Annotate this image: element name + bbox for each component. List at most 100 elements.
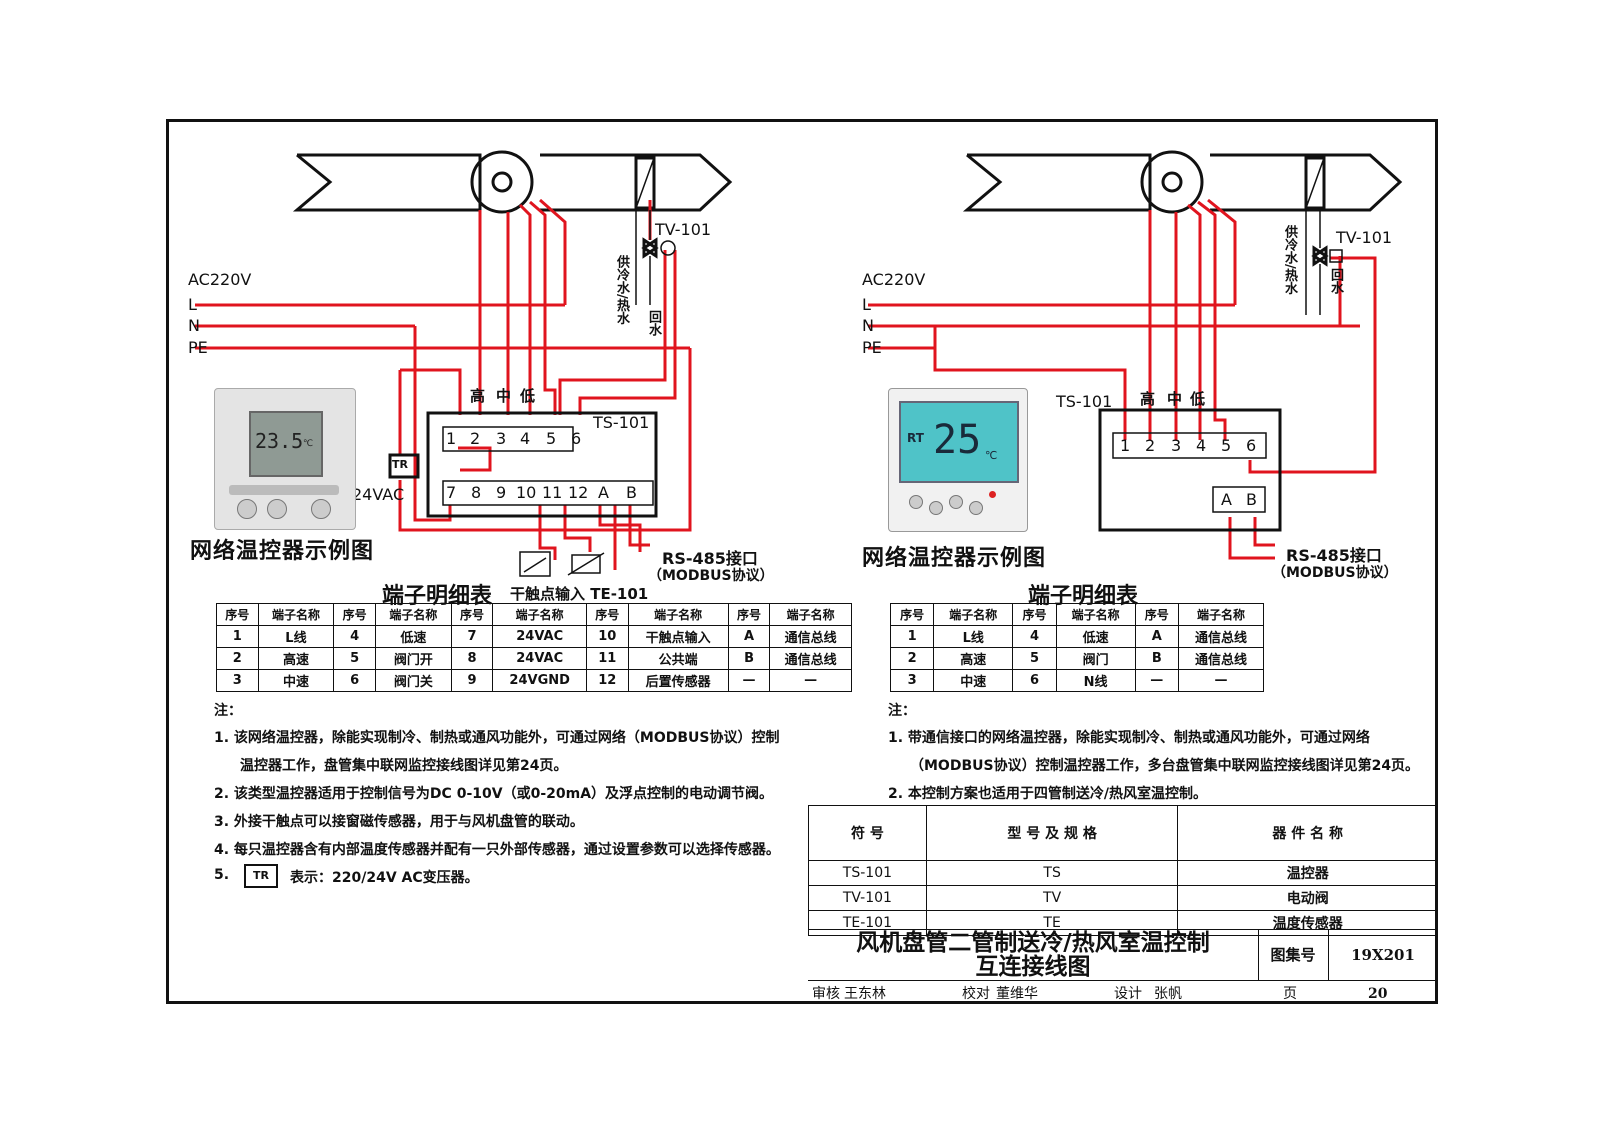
cell: 阀门: [1055, 647, 1136, 670]
atlas-number: 19X201: [1351, 946, 1415, 964]
right-thermostat-image: RT 25 ℃: [888, 388, 1028, 532]
left-term-5: 5: [546, 429, 557, 448]
right-th-5: 端子名称: [1177, 603, 1265, 626]
cell: 1: [889, 625, 935, 648]
right-th-1: 端子名称: [933, 603, 1014, 626]
table-row: 3 中速 6 阀门关 9 24VGND 12 后置传感器 — —: [216, 669, 852, 692]
cell: B: [1134, 647, 1179, 670]
cell: 1: [216, 625, 259, 648]
right-fan-coil: [962, 150, 1403, 214]
cell: L线: [257, 625, 335, 648]
left-note-3: 3. 外接干触点可以接窗磁传感器，用于与风机盘管的联动。: [214, 814, 584, 830]
cell: TE: [925, 910, 1179, 936]
review-label: 审核: [812, 986, 840, 1002]
left-th-5: 端子名称: [492, 603, 588, 626]
table-row: TE-101 TE 温度传感器: [808, 910, 1438, 936]
left-th-4: 序号: [450, 603, 494, 626]
table-row: TS-101 TS 温控器: [808, 860, 1438, 886]
cell: 7: [450, 625, 494, 648]
cell: 8: [450, 647, 494, 670]
drawing-title-line2: 互连接线图: [975, 954, 1091, 980]
left-term-8: 8: [471, 483, 482, 502]
cell: 中速: [257, 669, 335, 692]
left-note-1b: 温控器工作，盘管集中联网监控接线图详见第24页。: [240, 758, 568, 774]
table-row: 2 高速 5 阀门开 8 24VAC 11 公共端 B 通信总线: [216, 647, 852, 670]
design-label: 设计: [1114, 986, 1142, 1002]
left-caption: 网络温控器示例图: [190, 539, 375, 564]
right-caption: 网络温控器示例图: [862, 546, 1047, 571]
left-term-2: 2: [470, 429, 481, 448]
left-term-4: 4: [520, 429, 531, 448]
left-power-n: N: [188, 316, 200, 335]
cell: A: [1134, 625, 1179, 648]
left-term-7: 7: [446, 483, 457, 502]
right-power-pe: PE: [862, 338, 882, 357]
left-note-5: 5.: [214, 867, 230, 883]
left-display-unit: ℃: [303, 439, 314, 449]
left-rs485: RS-485接口: [662, 549, 758, 568]
cell: 高速: [933, 647, 1014, 670]
cell: 2: [216, 647, 259, 670]
atlas-label: 图集号: [1258, 930, 1329, 980]
title-block: 符 号 型 号 及 规 格 器 件 名 称 TS-101 TS 温控器 TV-1…: [808, 805, 1438, 1005]
left-speed-mid: 中: [496, 387, 512, 405]
cell: TS: [925, 860, 1179, 886]
left-term-11: 11: [542, 483, 563, 502]
left-supply-label: 供冷水/热水: [614, 255, 629, 325]
right-speed-mid: 中: [1167, 390, 1183, 408]
right-note-1b: （MODBUS协议）控制温控器工作，多台盘管集中联网监控接线图详见第24页。: [910, 758, 1420, 774]
cell: TV-101: [808, 885, 927, 911]
cell: 温度传感器: [1177, 910, 1438, 936]
designer-name: 张帆: [1154, 986, 1182, 1002]
right-term-6: 6: [1246, 436, 1257, 455]
right-term-4: 4: [1196, 436, 1207, 455]
cell: 4: [333, 625, 376, 648]
cell: 3: [889, 669, 935, 692]
right-display-prefix: RT: [907, 431, 924, 445]
right-note-2: 2. 本控制方案也适用于四管制送冷/热风室温控制。: [888, 786, 1208, 802]
right-speed-low: 低: [1190, 390, 1206, 408]
component-legend-table: 符 号 型 号 及 规 格 器 件 名 称 TS-101 TS 温控器 TV-1…: [808, 805, 1438, 936]
cell: N线: [1055, 669, 1136, 692]
left-term-1: 1: [446, 429, 457, 448]
left-speed-low: 低: [520, 387, 536, 405]
cell: 24VAC: [492, 625, 588, 648]
cell: A: [727, 625, 771, 648]
left-speed-high: 高: [470, 387, 486, 405]
right-terminal-box: [1098, 408, 1282, 532]
right-th-2: 序号: [1012, 603, 1057, 626]
cell: —: [1134, 669, 1179, 692]
right-rs485: RS-485接口: [1286, 546, 1382, 565]
left-thermostat-image: 23.5 ℃: [214, 388, 356, 530]
cell: 5: [333, 647, 376, 670]
cell: 24VAC: [492, 647, 588, 670]
cell: 温控器: [1177, 860, 1438, 886]
left-th-6: 序号: [586, 603, 629, 626]
left-transformer-label: TR: [392, 458, 408, 471]
right-term-5: 5: [1221, 436, 1232, 455]
right-th-4: 序号: [1134, 603, 1179, 626]
cell: TV: [925, 885, 1179, 911]
cell: 24VGND: [492, 669, 588, 692]
left-fan-coil: [292, 150, 733, 214]
drawing-frame: [166, 119, 1438, 1004]
cell: 阀门开: [374, 647, 452, 670]
title-cell: 风机盘管二管制送冷/热风室温控制 互连接线图: [808, 930, 1259, 980]
cell: 9: [450, 669, 494, 692]
cell: 中速: [933, 669, 1014, 692]
legend-header-model: 型 号 及 规 格: [925, 805, 1179, 861]
cell: 5: [1012, 647, 1057, 670]
cell: TS-101: [808, 860, 927, 886]
right-supply-label: 供冷水/热水: [1282, 225, 1297, 295]
cell: 4: [1012, 625, 1057, 648]
cell: 2: [889, 647, 935, 670]
left-th-1: 端子名称: [257, 603, 335, 626]
cell: 3: [216, 669, 259, 692]
right-wiring: [868, 198, 1377, 560]
cell: 6: [1012, 669, 1057, 692]
right-notes-title: 注：: [888, 703, 916, 719]
left-device-label: TS-101: [593, 413, 650, 432]
cell: 通信总线: [769, 625, 852, 648]
left-term-12: 12: [568, 483, 589, 502]
